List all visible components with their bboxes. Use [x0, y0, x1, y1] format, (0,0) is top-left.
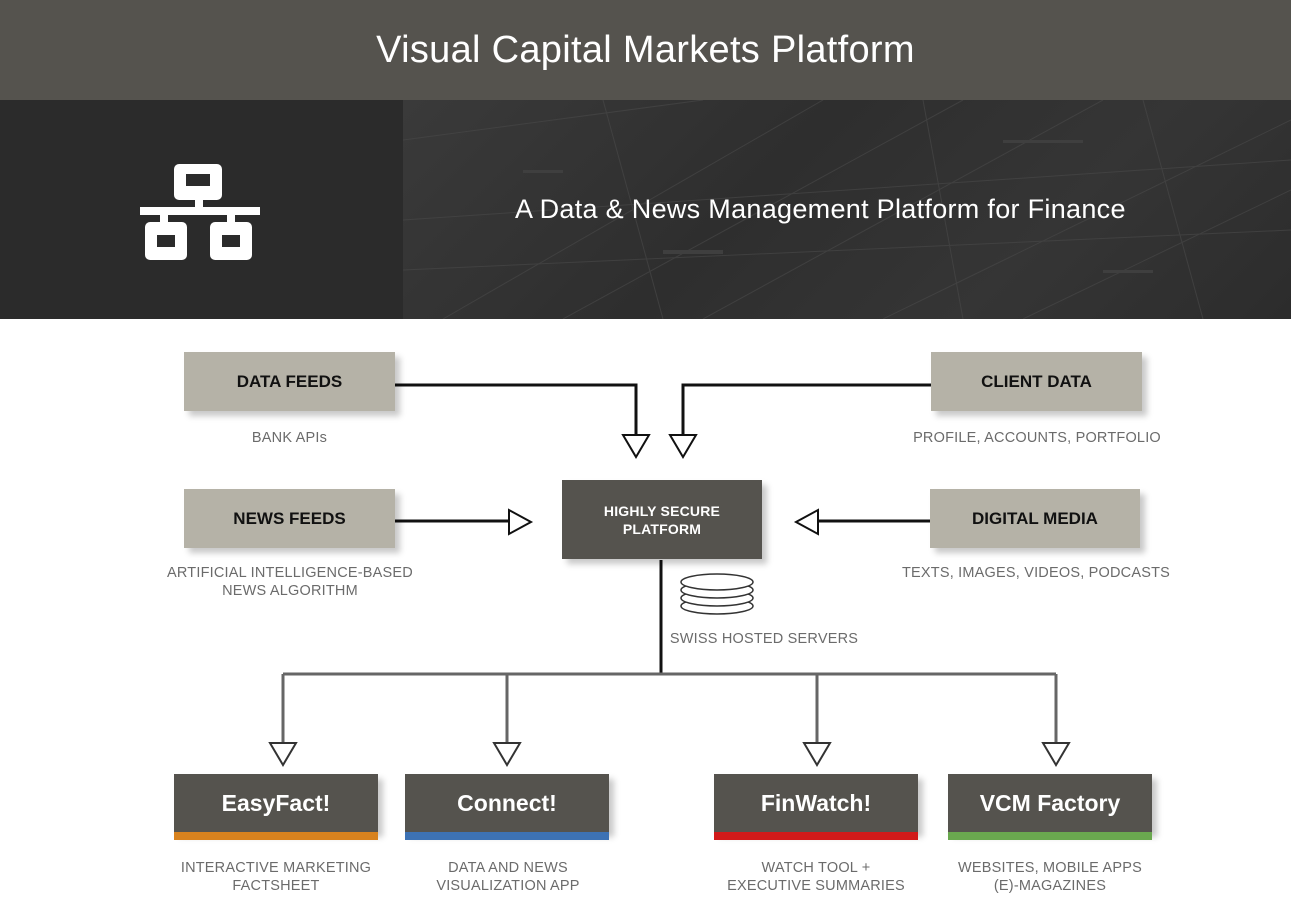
- page-title: Visual Capital Markets Platform: [376, 28, 915, 71]
- data-feeds-connector: [395, 383, 638, 436]
- caption-line: INTERACTIVE MARKETING: [180, 860, 372, 876]
- digital-media-box: DIGITAL MEDIA: [930, 489, 1140, 548]
- product-vcm-factory-color-bar: [948, 832, 1152, 840]
- caption-line: DATA AND NEWS: [448, 860, 568, 876]
- product-name: EasyFact!: [221, 789, 331, 816]
- client-data-caption: PROFILE, ACCOUNTS, PORTFOLIO: [913, 430, 1161, 446]
- product-easyfact-caption: INTERACTIVE MARKETING FACTSHEET: [150, 859, 402, 895]
- platform-box: HIGHLY SECURE PLATFORM: [562, 480, 762, 559]
- data-feeds-caption: BANK APIs: [251, 430, 328, 446]
- client-data-box: CLIENT DATA: [931, 352, 1142, 411]
- product-finwatch-box: FinWatch!: [714, 774, 918, 832]
- arrow-head: [268, 742, 298, 767]
- product-easyfact-color-bar: [174, 832, 378, 840]
- arrow-head: [1041, 742, 1071, 767]
- product-finwatch-color-bar: [714, 832, 918, 840]
- arrow-head: [802, 742, 832, 767]
- platform-label-line1: HIGHLY SECURE: [603, 502, 721, 519]
- banner-texture: [403, 100, 1291, 319]
- database-icon: [680, 573, 754, 615]
- banner: [0, 100, 1291, 319]
- arrow-head: [668, 434, 698, 459]
- product-vcm-factory-caption: WEBSITES, MOBILE APPS (E)-MAGAZINES: [924, 859, 1176, 895]
- news-feeds-caption: ARTIFICIAL INTELLIGENCE-BASED NEWS ALGOR…: [140, 564, 440, 600]
- arrow-head: [621, 434, 651, 459]
- product-name: FinWatch!: [760, 789, 872, 816]
- news-feeds-box: NEWS FEEDS: [184, 489, 395, 548]
- digital-media-label: DIGITAL MEDIA: [972, 508, 1098, 528]
- arrow-head: [793, 508, 819, 536]
- product-name: Connect!: [457, 789, 557, 816]
- banner-subtitle: A Data & News Management Platform for Fi…: [515, 194, 1126, 224]
- news-feeds-caption-line2: NEWS ALGORITHM: [222, 583, 358, 599]
- product-connect-color-bar: [405, 832, 609, 840]
- platform-label-line2: PLATFORM: [622, 520, 702, 537]
- page-header: Visual Capital Markets Platform: [0, 0, 1291, 100]
- caption-line: VISUALIZATION APP: [436, 878, 580, 894]
- caption-line: WEBSITES, MOBILE APPS: [958, 860, 1142, 876]
- news-feeds-label: NEWS FEEDS: [233, 508, 346, 528]
- product-name: VCM Factory: [979, 789, 1121, 816]
- arrow-head: [492, 742, 522, 767]
- caption-line: EXECUTIVE SUMMARIES: [727, 878, 905, 894]
- servers-caption: SWISS HOSTED SERVERS: [669, 631, 859, 647]
- arrow-head: [508, 508, 534, 536]
- client-data-connector: [681, 383, 931, 436]
- client-data-label: CLIENT DATA: [981, 371, 1092, 391]
- product-connect-caption: DATA AND NEWS VISUALIZATION APP: [382, 859, 634, 895]
- product-connect-box: Connect!: [405, 774, 609, 832]
- caption-line: FACTSHEET: [232, 878, 320, 894]
- caption-line: WATCH TOOL +: [761, 860, 871, 876]
- product-vcm-factory-box: VCM Factory: [948, 774, 1152, 832]
- product-finwatch-caption: WATCH TOOL + EXECUTIVE SUMMARIES: [690, 859, 942, 895]
- banner-texture-panel: [403, 100, 1291, 319]
- product-easyfact-box: EasyFact!: [174, 774, 378, 832]
- digital-media-caption: TEXTS, IMAGES, VIDEOS, PODCASTS: [901, 565, 1171, 581]
- data-feeds-label: DATA FEEDS: [236, 371, 343, 391]
- network-icon: [140, 164, 260, 260]
- news-feeds-caption-line1: ARTIFICIAL INTELLIGENCE-BASED: [167, 565, 413, 581]
- caption-line: (E)-MAGAZINES: [993, 878, 1107, 894]
- data-feeds-box: DATA FEEDS: [184, 352, 395, 411]
